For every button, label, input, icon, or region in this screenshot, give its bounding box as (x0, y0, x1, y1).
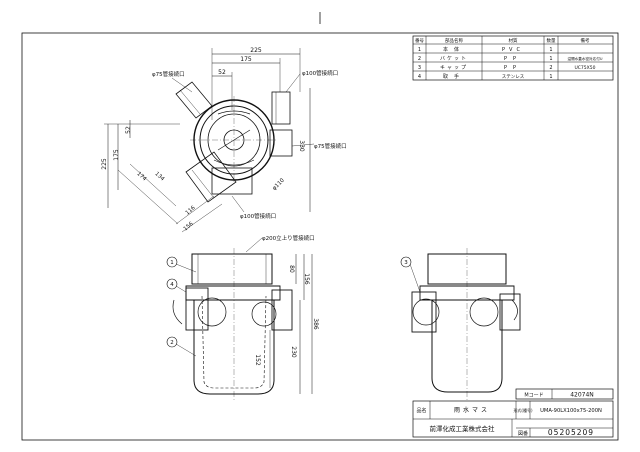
balloon-1: 1 (170, 260, 174, 266)
pipe-bottom (211, 167, 253, 195)
parts-row2-note: 溢開水蓋水密対応付U (568, 56, 603, 61)
dim-diag-110: φ110 (272, 177, 287, 192)
parts-row1-qty: 1 (549, 47, 552, 53)
handle-top (217, 110, 251, 115)
parts-row2-material: PP (504, 56, 522, 62)
front-pipe-right (271, 289, 293, 331)
balloon-2: 2 (170, 340, 174, 346)
dim-diag-134: 134 (153, 171, 165, 183)
side-pipe-right (499, 293, 521, 331)
pipe-75-right (269, 129, 293, 157)
drawing-no-label: 図番 (518, 430, 528, 437)
balloon-3: 3 (404, 260, 408, 266)
parts-row3-no: 3 (418, 65, 421, 71)
parts-row4-qty: 1 (549, 74, 552, 80)
dim-front-152: 152 (254, 354, 261, 366)
parts-row2-qty: 1 (549, 56, 552, 62)
dim-left-52: 52 (125, 126, 132, 134)
dim-diag-174: 174 (135, 171, 147, 183)
model-value: UMA-90LX100x75-200N (540, 408, 602, 414)
parts-header-name: 部品名称 (445, 37, 463, 44)
dim-top-175: 175 (240, 56, 252, 63)
parts-row1-name: 本体 (443, 46, 465, 53)
callout-pipe75-a: φ75管接続口 (152, 70, 185, 78)
dim-left-225: 225 (101, 158, 108, 170)
dim-diag-116: 116 (185, 205, 197, 217)
parts-row3-name: キャップ (440, 65, 468, 71)
dim-left-175: 175 (113, 149, 120, 161)
parts-row2-name: バケット (440, 55, 468, 62)
dim-top-225: 225 (250, 47, 262, 54)
model-label: 形式(種号) (513, 407, 533, 413)
callout-pipe100-a: φ100管接続口 (302, 69, 338, 77)
name-value: 雨水マス (454, 406, 490, 414)
front-view (172, 248, 293, 400)
parts-table: 番号 部品名称 材質 数量 備考 1 本体 PVC 1 2 バケット PP 1 … (412, 35, 614, 81)
dim-front-80: 80 (288, 265, 295, 273)
plan-view: 225 175 52 52 175 225 330 174 134 116 15… (101, 47, 311, 233)
parts-header-no: 番号 (415, 37, 424, 44)
callout-riser200: φ200立上り管接続口 (262, 234, 315, 242)
dim-diag-156: 156 (183, 221, 195, 233)
title-block: Mコード 42074N 品名 雨水マス 形式(種号) UMA-90LX100x7… (412, 388, 614, 438)
callout-pipe100-b: φ100管接続口 (240, 212, 276, 220)
parts-row2-no: 2 (418, 56, 421, 62)
callout-pipe75-b: φ75管接続口 (314, 142, 347, 150)
parts-row4-name: 取手 (443, 73, 465, 80)
dim-front-386: 386 (312, 318, 319, 330)
front-handle (172, 299, 183, 325)
dim-front-156: 156 (303, 273, 310, 285)
parts-row4-material: ステンレス (502, 74, 525, 80)
parts-row3-note: UC75X50 (575, 65, 596, 71)
sheet-border (21, 32, 619, 441)
balloon-4: 4 (170, 282, 174, 288)
parts-row4-no: 4 (418, 74, 421, 80)
pipe-75-diagonal (175, 81, 213, 119)
name-label: 品名 (416, 407, 426, 414)
parts-row3-material: PP (504, 65, 522, 71)
parts-header-material: 材質 (509, 37, 518, 44)
company-name: 前澤化成工業株式会社 (430, 424, 496, 433)
front-pipe-left (185, 287, 209, 331)
front-balloons: 1 4 2 (166, 256, 197, 357)
pipe-100-bottom (185, 151, 237, 203)
dim-top-52: 52 (218, 69, 226, 76)
parts-row3-qty: 2 (549, 65, 552, 71)
side-pipe-left (411, 291, 437, 333)
plan-callouts: φ75管接続口 φ100管接続口 φ75管接続口 φ100管接続口 φ200立上… (152, 69, 347, 253)
side-view: 3 (400, 248, 521, 400)
code-label: Mコード (524, 393, 543, 399)
code-value: 42074N (570, 392, 594, 399)
dim-right-330: 330 (298, 140, 305, 152)
parts-header-qty: 数量 (547, 37, 556, 44)
pipe-100-right (271, 91, 291, 125)
parts-row1-no: 1 (418, 47, 421, 53)
dim-front-230: 230 (290, 346, 297, 358)
front-dimensions: 80 156 386 152 230 (254, 254, 319, 394)
parts-header-note: 備考 (581, 37, 590, 44)
parts-row1-material: PVC (502, 47, 524, 53)
drawing-no: 05205209 (548, 428, 594, 437)
